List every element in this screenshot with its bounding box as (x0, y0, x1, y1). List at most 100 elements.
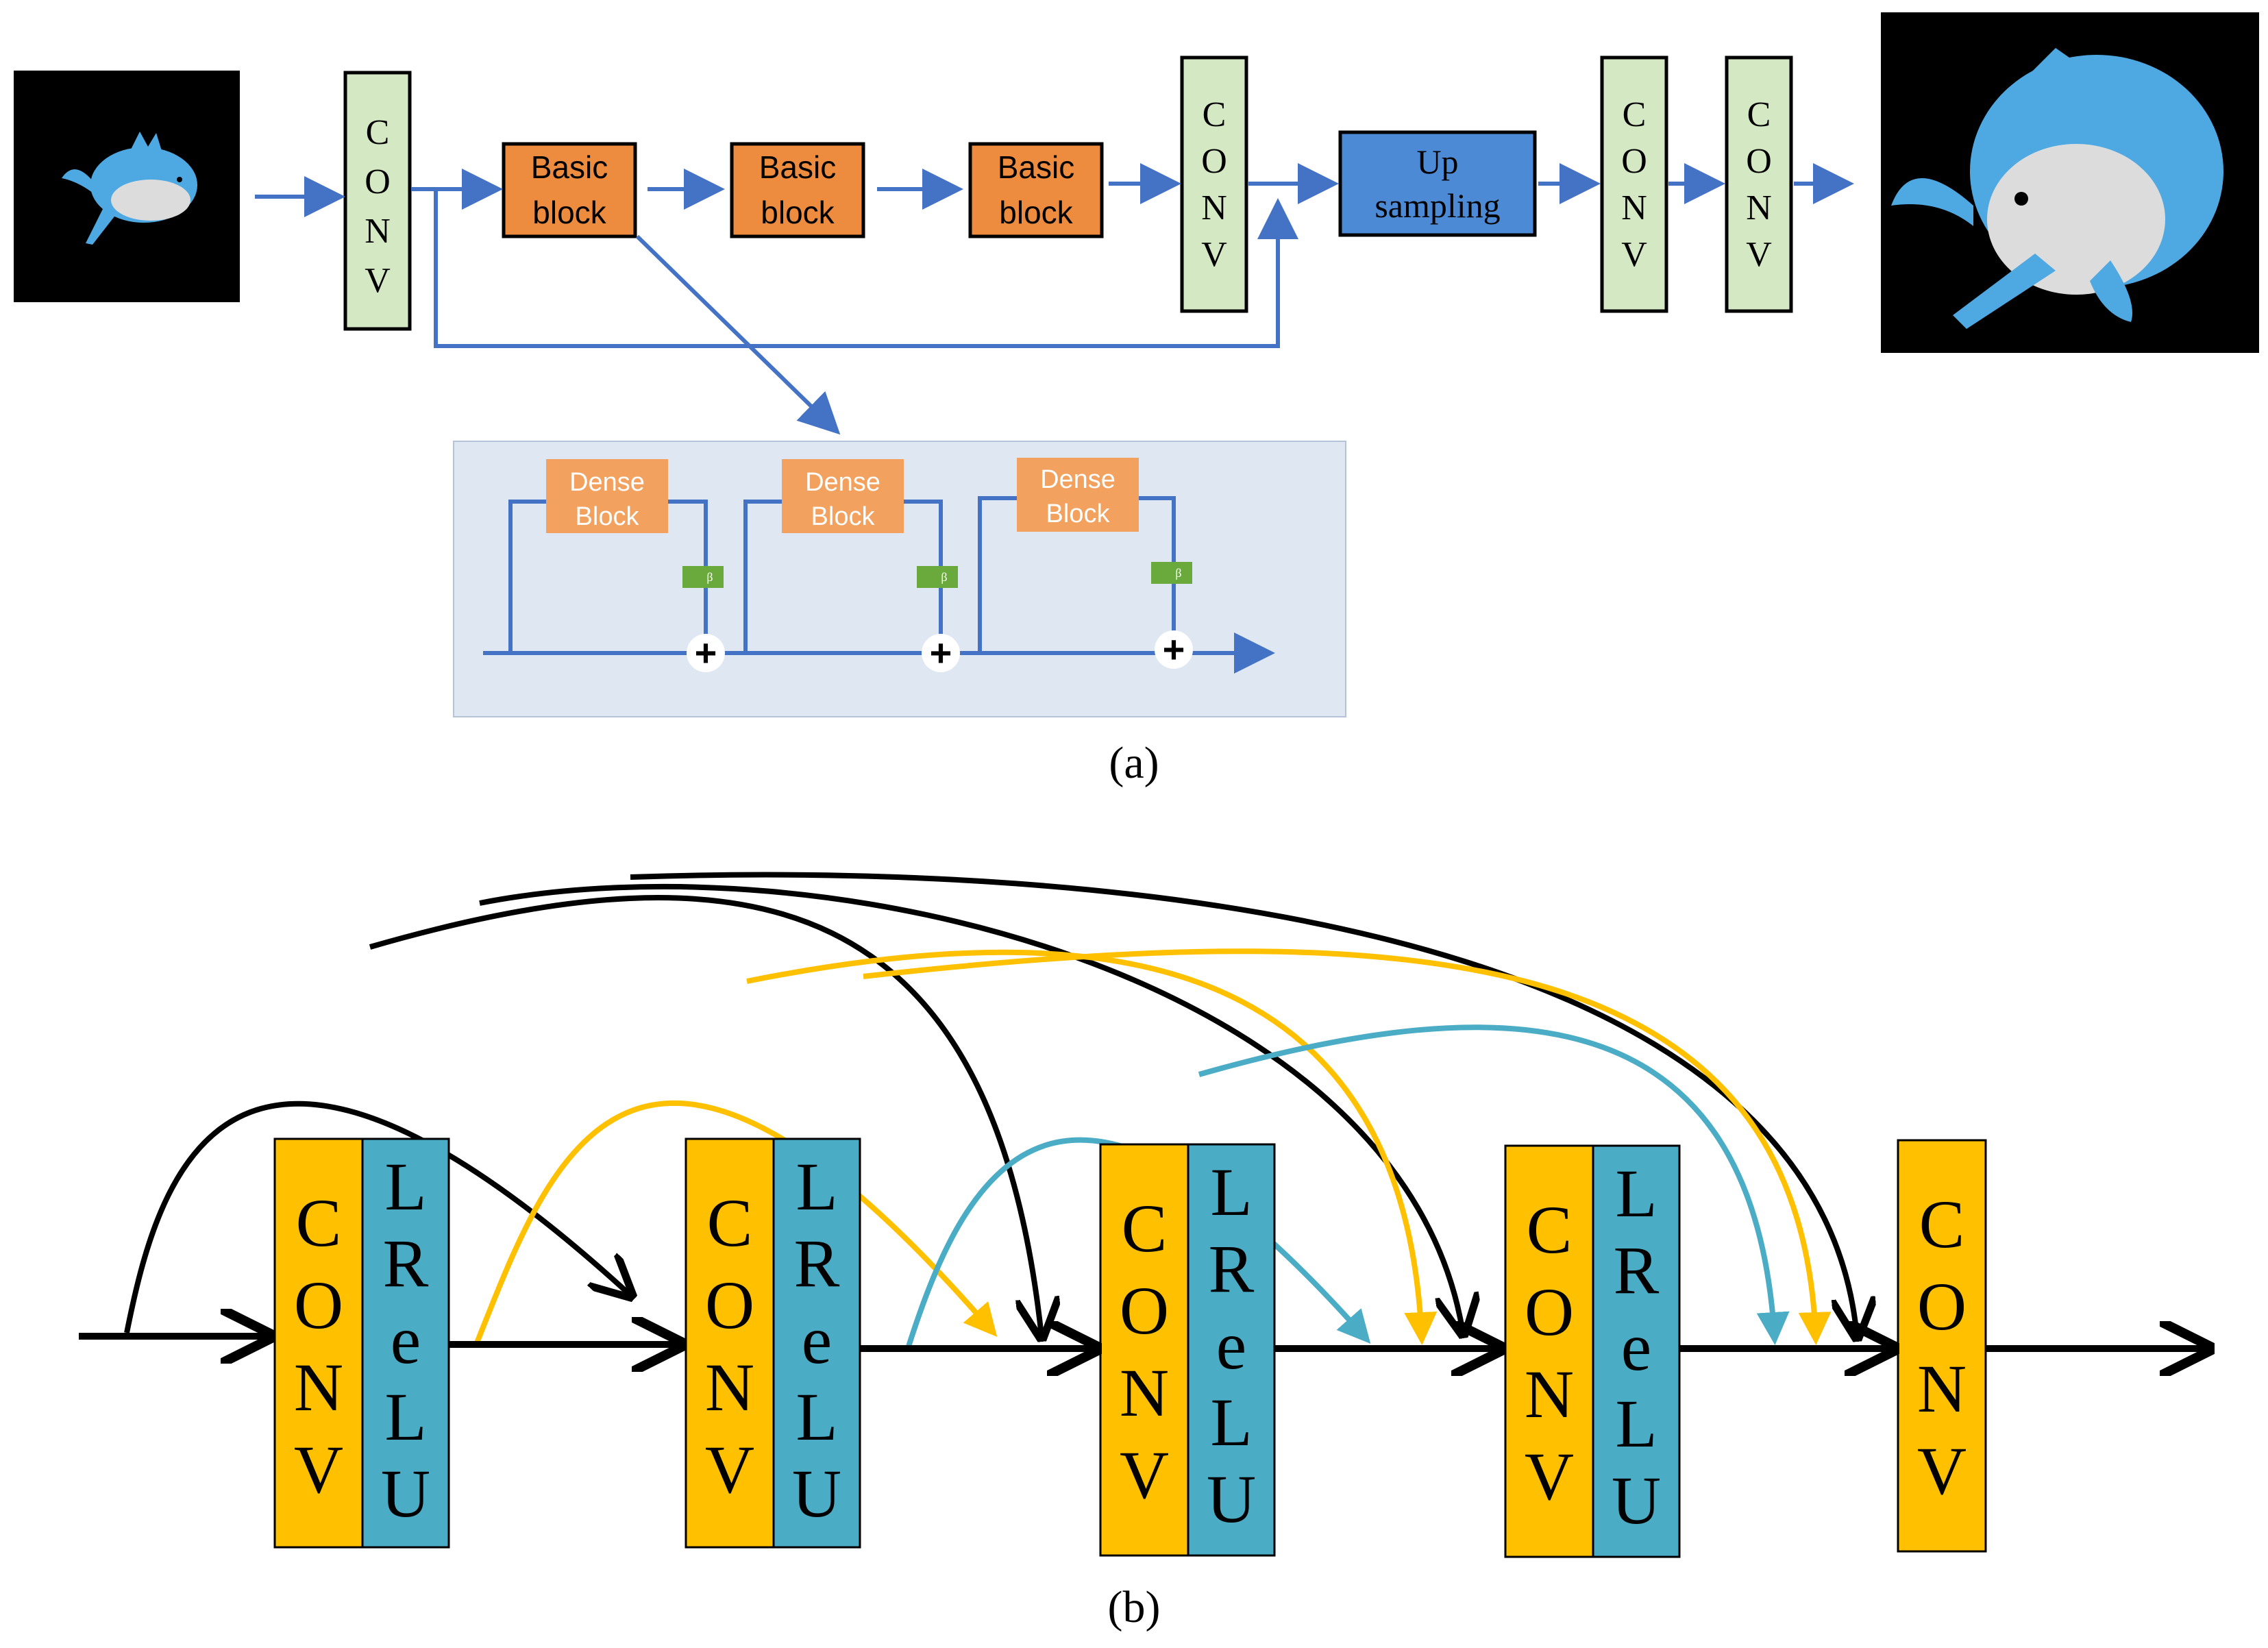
b-lrelu-1-letter-4: L (384, 1379, 426, 1455)
conv-2-letter-2: O (1201, 142, 1227, 181)
beta-scale-3 (1151, 562, 1192, 584)
conv-4-letter-1: C (1747, 95, 1771, 134)
panel-a-caption: (a) (1109, 738, 1159, 788)
conv-block-2 (1180, 56, 1248, 313)
upsampling-line2: sampling (1375, 186, 1500, 225)
conv-3-letter-4: V (1621, 235, 1647, 274)
dense-block-3-line1: Dense (1040, 465, 1115, 494)
conv-1-letter-2: O (365, 162, 391, 201)
basic-block-2-line1: Basic (759, 149, 836, 185)
conv-3-letter-3: N (1621, 188, 1647, 227)
dense-block-2-line2: Block (811, 502, 876, 531)
b-lrelu-3-letter-1: L (1210, 1154, 1252, 1230)
conv-1-letter-4: V (365, 261, 391, 300)
b-conv-block-3 (1099, 1143, 1190, 1557)
b-conv-4-letter-3: N (1525, 1356, 1574, 1432)
basic-block-2-line2: block (761, 195, 835, 230)
b-lrelu-2-letter-4: L (796, 1379, 837, 1455)
beta-label-3: β (1175, 566, 1181, 580)
arc-yellow-3 (863, 948, 1832, 1345)
basic-block-1 (502, 142, 637, 238)
sum-node-1 (687, 634, 725, 672)
sum-symbol-1: + (695, 631, 717, 674)
conv-2-letter-4: V (1201, 235, 1227, 274)
conv-4-letter-3: N (1746, 188, 1772, 227)
beta-scale-2 (917, 566, 958, 588)
b-conv-3-letter-4: V (1120, 1437, 1169, 1513)
basic-block-3 (968, 142, 1104, 238)
sum-node-2 (922, 634, 960, 672)
arc-teal-2 (1198, 1024, 1790, 1345)
arc-black-1 (124, 1100, 630, 1333)
conv-block-3 (1600, 56, 1668, 313)
dense-block-2-line1: Dense (805, 468, 880, 497)
b-conv-5-letter-1: C (1919, 1186, 1965, 1262)
dense-block-1-line2: Block (576, 502, 640, 531)
conv-4-letter-4: V (1746, 235, 1772, 274)
b-conv-2-letter-2: O (705, 1267, 754, 1343)
conv-1-letter-3: N (365, 212, 391, 251)
panel-b-main-path (79, 1336, 2208, 1349)
b-lrelu-2-letter-3: e (802, 1302, 832, 1378)
basic-block-1-line1: Basic (531, 149, 608, 185)
b-lrelu-2-letter-1: L (796, 1148, 837, 1225)
conv-1-letter-1: C (366, 113, 390, 152)
b-conv-3-letter-3: N (1120, 1355, 1169, 1431)
b-conv-1-letter-1: C (296, 1185, 342, 1261)
b-conv-2-letter-3: N (705, 1349, 754, 1425)
conv-2-letter-1: C (1203, 95, 1227, 134)
b-lrelu-3-letter-4: L (1210, 1384, 1252, 1460)
b-lrelu-4-letter-1: L (1615, 1155, 1657, 1231)
basic-block-1-line2: block (532, 195, 606, 230)
conv-block-1 (343, 71, 412, 331)
panel-a-connections (255, 163, 1854, 435)
b-lrelu-1-letter-5: U (381, 1455, 430, 1532)
b-lrelu-4-letter-4: L (1615, 1386, 1657, 1462)
dense-block-1-line1: Dense (569, 468, 645, 497)
sum-symbol-2: + (930, 631, 952, 674)
b-lrelu-1-letter-2: R (383, 1225, 429, 1301)
dense-block-3 (1017, 458, 1139, 532)
dense-block-3-line2: Block (1046, 500, 1111, 528)
beta-label-1: β (706, 570, 713, 584)
sum-node-3 (1155, 630, 1193, 669)
b-lrelu-2-letter-5: U (792, 1455, 841, 1532)
b-conv-2-letter-4: V (705, 1431, 754, 1508)
conv-2-letter-3: N (1201, 188, 1227, 227)
b-conv-5-letter-2: O (1917, 1268, 1967, 1344)
b-lrelu-block-2 (772, 1137, 861, 1549)
basic-block-3-line1: Basic (998, 149, 1074, 185)
sum-symbol-3: + (1163, 628, 1185, 671)
dense-block-1 (546, 459, 668, 533)
basic-block-detail-panel: Dense Block Dense Block Dense Block β β … (453, 441, 1346, 717)
b-conv-3-letter-1: C (1122, 1190, 1168, 1266)
upsampling-line1: Up (1416, 143, 1458, 181)
arc-black-2 (369, 895, 1041, 1336)
conv-3-letter-1: C (1623, 95, 1647, 134)
b-conv-1-letter-4: V (294, 1431, 343, 1508)
b-conv-1-letter-3: N (294, 1349, 343, 1425)
global-skip-connection (434, 189, 1298, 348)
b-conv-3-letter-2: O (1120, 1272, 1169, 1349)
arrow-basic-block-detail (635, 234, 841, 435)
b-lrelu-block-4 (1592, 1144, 1681, 1558)
beta-scale-1 (682, 566, 724, 588)
output-whale-image (1881, 12, 2259, 353)
b-conv-block-1 (273, 1137, 364, 1549)
conv-4-letter-2: O (1746, 142, 1772, 181)
b-conv-block-4 (1504, 1144, 1594, 1558)
b-conv-block-2 (685, 1137, 775, 1549)
panel-b-caption: (b) (1108, 1582, 1161, 1632)
